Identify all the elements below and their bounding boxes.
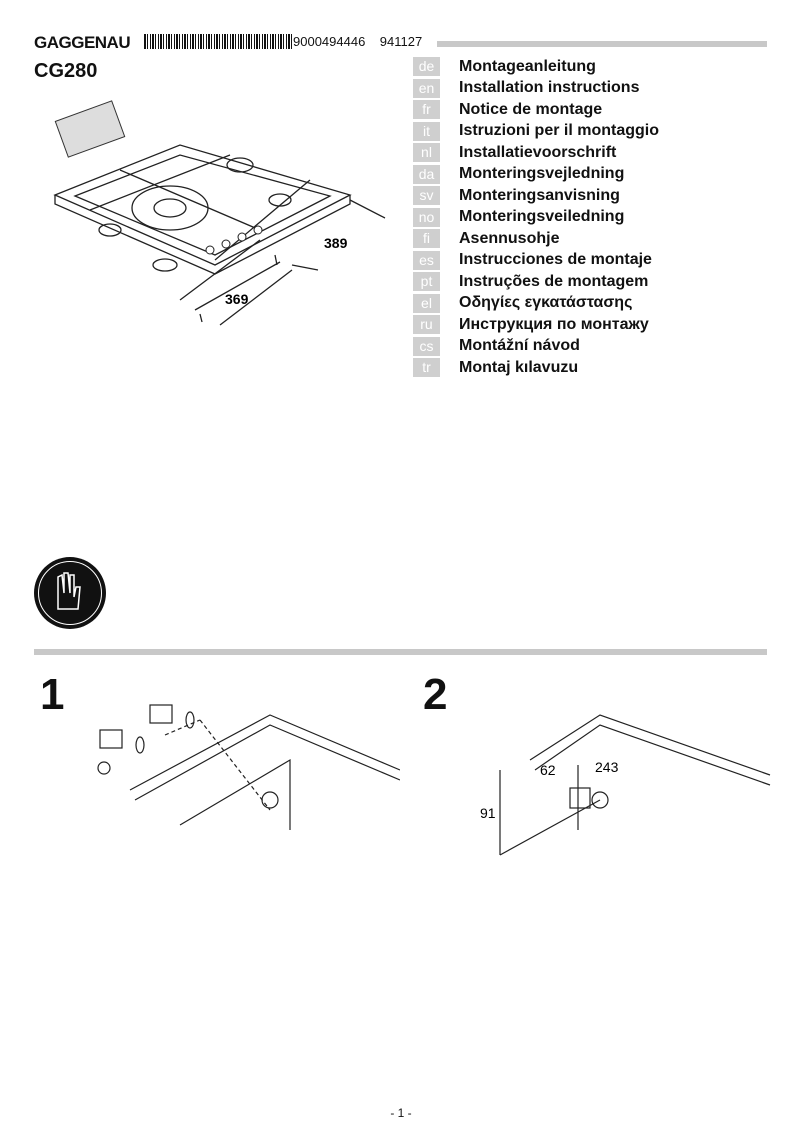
language-code-badge: de — [413, 57, 440, 77]
language-title: Installatievoorschrift — [459, 143, 617, 161]
language-title: Istruzioni per il montaggio — [459, 122, 659, 140]
model-title: CG280 — [34, 60, 98, 82]
language-code-badge: ru — [413, 315, 440, 335]
hob-illustration: 389 369 — [53, 100, 386, 326]
language-title: Notice de montage — [459, 100, 603, 118]
language-title: Οδηγίες εγκατάστασης — [459, 294, 633, 312]
production-code: 941127 — [379, 34, 423, 49]
language-item-nl: nl Installatievoorschrift — [413, 142, 659, 164]
language-item-cs: cs Montážní návod — [413, 336, 659, 358]
language-list: de Montageanleitung en Installation instruc… — [413, 56, 659, 379]
language-code-badge: da — [413, 164, 440, 184]
gloves-icon — [34, 557, 106, 629]
language-item-fi: fi Asennusohje — [413, 228, 659, 250]
language-code-badge: cs — [413, 336, 440, 356]
language-item-no: no Monteringsveiledning — [413, 207, 659, 229]
language-code-badge: fr — [413, 100, 440, 120]
product-codes: 9000494446 941127 — [293, 34, 422, 49]
language-item-el: el Οδηγίες εγκατάστασης — [413, 293, 659, 315]
language-title: Monteringsanvisning — [459, 186, 620, 204]
language-code-badge: tr — [413, 358, 440, 378]
language-title: Monteringsveiledning — [459, 208, 625, 226]
depth-dimension: 389 — [324, 235, 348, 251]
language-code-badge: nl — [413, 143, 440, 163]
width-dimension: 369 — [225, 291, 249, 307]
language-title: Installation instructions — [459, 79, 640, 97]
language-code-badge: fi — [413, 229, 440, 249]
language-code-badge: en — [413, 78, 440, 98]
language-title: Instruções de montagem — [459, 272, 649, 290]
dim-91: 91 — [480, 805, 496, 821]
language-title: Montaj kılavuzu — [459, 358, 579, 376]
step-1-number: 1 — [40, 670, 65, 719]
language-item-pt: pt Instruções de montagem — [413, 271, 659, 293]
language-code-badge: pt — [413, 272, 440, 292]
language-code-badge: sv — [413, 186, 440, 206]
language-item-ru: ru Инструкция по монтажу — [413, 314, 659, 336]
language-title: Monteringsvejledning — [459, 165, 625, 183]
language-item-de: de Montageanleitung — [413, 56, 659, 78]
language-item-da: da Monteringsvejledning — [413, 164, 659, 186]
language-code-badge: no — [413, 207, 440, 227]
section-divider — [34, 649, 767, 655]
language-item-sv: sv Monteringsanvisning — [413, 185, 659, 207]
step-2-illustration: 62 243 91 — [480, 714, 771, 856]
language-code-badge: es — [413, 250, 440, 270]
dim-243: 243 — [595, 759, 619, 775]
language-title: Asennusohje — [459, 229, 560, 247]
page-number: - 1 - — [390, 1106, 412, 1120]
language-code-badge: it — [413, 121, 440, 141]
barcode — [144, 34, 292, 49]
language-item-it: it Istruzioni per il montaggio — [413, 121, 659, 143]
language-item-es: es Instrucciones de montaje — [413, 250, 659, 272]
language-code-badge: el — [413, 293, 440, 313]
language-title: Montážní návod — [459, 337, 580, 355]
brand-logo: GAGGENAU — [34, 33, 131, 52]
language-item-tr: tr Montaj kılavuzu — [413, 357, 659, 379]
dim-62: 62 — [540, 762, 556, 778]
header-rule — [437, 41, 767, 47]
language-item-fr: fr Notice de montage — [413, 99, 659, 121]
step-1-illustration — [97, 704, 400, 830]
language-title: Instrucciones de montaje — [459, 251, 652, 269]
language-item-en: en Installation instructions — [413, 78, 659, 100]
language-title: Montageanleitung — [459, 57, 596, 75]
language-title: Инструкция по монтажу — [459, 315, 649, 333]
product-number: 9000494446 — [293, 34, 366, 49]
step-2-number: 2 — [423, 670, 448, 719]
